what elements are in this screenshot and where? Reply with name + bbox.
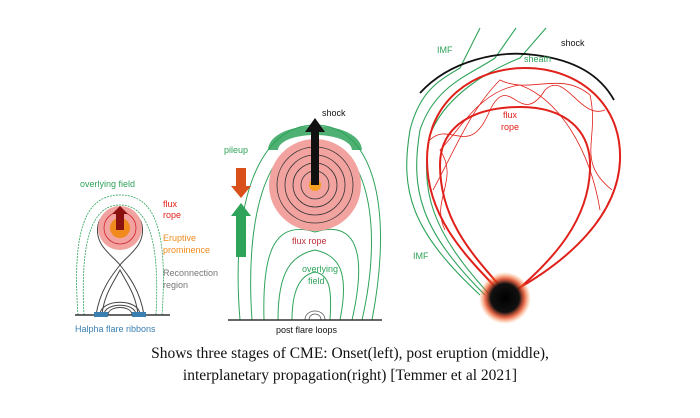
label-pileup: pileup — [224, 145, 248, 155]
overlying-field-lines — [76, 194, 164, 316]
label-region: region — [163, 280, 188, 290]
left-panel-onset: overlying field flux rope Eruptive promi… — [75, 179, 218, 334]
label-eruptive: Eruptive — [163, 233, 196, 243]
flare-ribbon-left — [94, 312, 108, 317]
label-shock: shock — [322, 108, 346, 118]
label-flux: flux — [163, 199, 178, 209]
label-field: field — [308, 276, 325, 286]
label-overlying: overlying — [302, 264, 338, 274]
caption-line-1: Shows three stages of CME: Onset(left), … — [151, 345, 549, 362]
flare-ribbon-right — [132, 312, 146, 317]
label-imf-top: IMF — [437, 45, 453, 55]
post-flare-loops — [304, 310, 326, 321]
label-overlying-field: overlying field — [80, 179, 135, 189]
eruption-arrow — [311, 130, 319, 185]
middle-panel-post-eruption: shock pileup flux rope overlying field p… — [224, 108, 382, 335]
eruption-arrow — [116, 212, 124, 230]
pileup-region — [268, 126, 362, 150]
right-panel-propagation: IMF shock sheath flux rope IMF — [406, 27, 622, 324]
outflow-arrow-up — [236, 215, 246, 257]
label-flux: flux — [503, 110, 518, 120]
label-flux-rope: flux rope — [292, 236, 327, 246]
label-reconnection: Reconnection — [163, 268, 218, 278]
label-post-flare-loops: post flare loops — [276, 325, 338, 335]
inflow-arrow-down — [236, 168, 246, 186]
label-prominence: prominence — [163, 245, 210, 255]
flux-rope-loop — [425, 66, 622, 293]
sun — [479, 272, 531, 324]
label-sheath: sheath — [524, 54, 551, 64]
label-imf-bottom: IMF — [413, 251, 429, 261]
label-flare-ribbons: Halpha flare ribbons — [75, 324, 156, 334]
shock-front — [419, 52, 615, 101]
label-shock: shock — [561, 38, 585, 48]
caption-line-2: interplanetary propagation(right) [Temme… — [182, 367, 518, 384]
label-rope: rope — [163, 210, 181, 220]
label-rope: rope — [501, 122, 519, 132]
